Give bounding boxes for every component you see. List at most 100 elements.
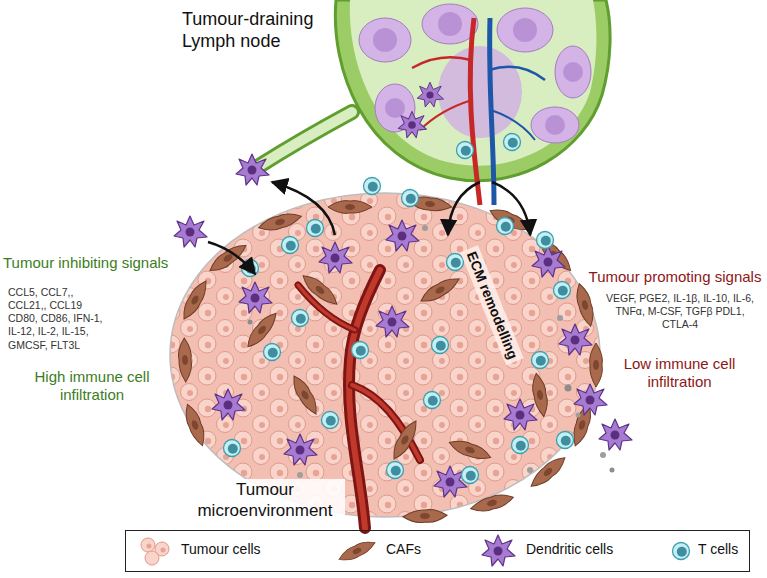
tumour-drawing-part: [469, 491, 515, 515]
tumour-drawing-part: [178, 338, 192, 382]
signal-heading: Tumour inhibiting signals: [3, 254, 185, 272]
lymph-node-drawing-part: [359, 18, 411, 62]
tumour-drawing: [170, 178, 632, 529]
tumour-drawing-part: [174, 216, 207, 247]
legend-text: T cells: [698, 541, 738, 558]
tumour-drawing-part: [297, 472, 303, 478]
lymph-node-drawing-part: [497, 8, 553, 52]
legend-icons-part: [145, 551, 159, 565]
tumour-drawing-part: [181, 402, 208, 448]
process-label: ECM remodelling: [460, 245, 523, 365]
migration-arrow: [272, 182, 335, 235]
migration-arrow: [492, 182, 530, 235]
signal-heading: Tumour promoting signals: [586, 268, 764, 286]
tumour-drawing-part: [422, 225, 428, 231]
tumour-drawing-part: [282, 237, 299, 254]
tumour-drawing-part: [292, 310, 309, 327]
legend-icons-part: [673, 543, 690, 560]
tumour-drawing-part: [424, 392, 441, 409]
tumour-drawing-part: [284, 434, 317, 465]
lymph-node-drawing-part: [531, 107, 579, 143]
lymph-node-drawing-part: [373, 28, 397, 52]
tumour-drawing-part: [364, 178, 381, 195]
tumour-drawing-part: [573, 282, 597, 328]
tumour-drawing-part: [447, 436, 493, 463]
migration-arrow: [448, 182, 480, 235]
legend-icons-part: [482, 535, 515, 566]
tumour-region: Tumour microenvironment: [165, 235, 605, 528]
tumour-drawing-part: [576, 413, 581, 418]
tumour-drawing-part: [574, 384, 607, 415]
tumour-drawing-part: [403, 509, 447, 523]
tumour-drawing-part: [307, 220, 324, 237]
tumour-drawing-part: [599, 419, 632, 450]
tumour-drawing-part: [208, 242, 255, 274]
signal-list: CCL5, CCL7,, CCL21,, CCL19 CD80, CD86, I…: [8, 286, 112, 352]
tumour-drawing-part: [257, 210, 303, 234]
legend-icons-part: [161, 548, 166, 553]
tumour-drawing-part: [224, 440, 241, 457]
tumour-drawing-part: [527, 467, 533, 473]
tumour-drawing-part: [319, 242, 352, 273]
lymph-node-drawing-part: [385, 98, 405, 118]
tumour-drawing-part: [299, 271, 341, 309]
tumour-drawing-part: [600, 452, 606, 458]
tumour-drawing-part: [610, 468, 615, 473]
lymph-node-drawing-part: [457, 142, 474, 159]
lymph-node-drawing-part: [563, 62, 583, 82]
legend-text: Tumour cells: [181, 541, 261, 558]
tumour-drawing-part: [559, 324, 592, 355]
legend-icons-part: [147, 544, 152, 549]
lymph-node-drawing-part: [256, 112, 352, 168]
lymph-node-drawing-part: [504, 134, 521, 151]
tumour-drawing-part: [565, 385, 572, 392]
tumour-drawing-part: [239, 282, 272, 313]
infiltration-note: High immune cell infiltration: [22, 368, 162, 404]
tumour-drawing-part: [352, 342, 369, 359]
legend-icons: [141, 535, 690, 566]
tumour-drawing-part: [386, 220, 419, 251]
infiltration-note: Low immune cell infiltration: [612, 355, 747, 391]
tumour-drawing-part: [590, 343, 603, 387]
tumour-drawing-part: [447, 254, 464, 271]
tumour-drawing-part: [170, 193, 600, 517]
tumour-drawing-part: [557, 315, 563, 321]
tumour-drawing-part: [554, 282, 571, 299]
lymph-node-drawing-part: [470, 18, 480, 205]
lymph-node-drawing-part: [412, 57, 471, 68]
legend-text: CAFs: [386, 541, 421, 558]
tumour-drawing-part: [532, 352, 549, 369]
signal-list: VEGF, PGE2, IL-1β, IL-10, IL-6, TNFα, M-…: [604, 292, 756, 331]
tumour-drawing-part: [178, 278, 211, 323]
lymph-node-drawing-part: [256, 112, 352, 168]
lymph-node: Tumour-draining Lymph node: [180, 0, 600, 182]
tumour-drawing-part: [527, 453, 569, 491]
node-label: Tumour microenvironment: [185, 479, 345, 522]
tumour-drawing-part: [388, 418, 421, 463]
lymph-node-drawing-part: [417, 82, 443, 107]
legend-icons-part: [337, 537, 378, 564]
tumour-drawing-part: [352, 385, 420, 460]
tumour-drawing-part: [288, 373, 321, 418]
tumour-drawing-part: [387, 462, 404, 479]
tumour-drawing-part: [532, 246, 565, 277]
lymph-node-drawing-part: [236, 154, 269, 185]
lymph-node-drawing-part: [438, 12, 462, 36]
lymph-node-drawing-part: [398, 111, 426, 137]
lymph-node-drawing-part: [489, 67, 545, 80]
tumour-drawing-part: [512, 437, 529, 454]
tumour-drawing-part: [212, 389, 245, 420]
tumour-drawing-part: [497, 218, 514, 235]
legend-icons-part: [141, 538, 155, 552]
lymph-node-drawing-part: [513, 18, 537, 42]
lymph-node-drawing-part: [555, 46, 591, 98]
tumour-drawing-part: [376, 306, 409, 337]
node-label: Tumour-draining Lymph node: [180, 8, 325, 53]
tumour-drawing-part: [328, 201, 372, 214]
tumour-drawing-part: [418, 273, 463, 306]
tumour-drawing-part: [432, 337, 449, 354]
tumour-drawing-part: [248, 320, 253, 325]
tumour-drawing-part: [557, 432, 574, 449]
tumour-drawing-part: [530, 372, 550, 418]
